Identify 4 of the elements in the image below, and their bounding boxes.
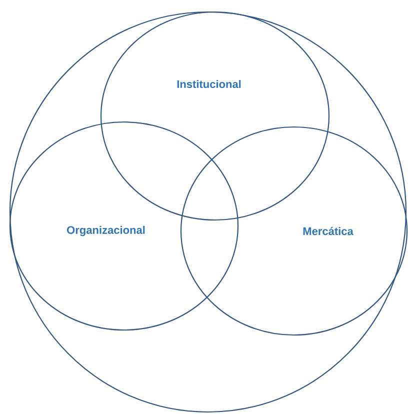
circle-label: Organizacional	[67, 226, 145, 236]
circle-label: Institucional	[177, 80, 241, 88]
circle-label: Mercática	[303, 226, 354, 236]
outer-circle	[9, 11, 407, 413]
